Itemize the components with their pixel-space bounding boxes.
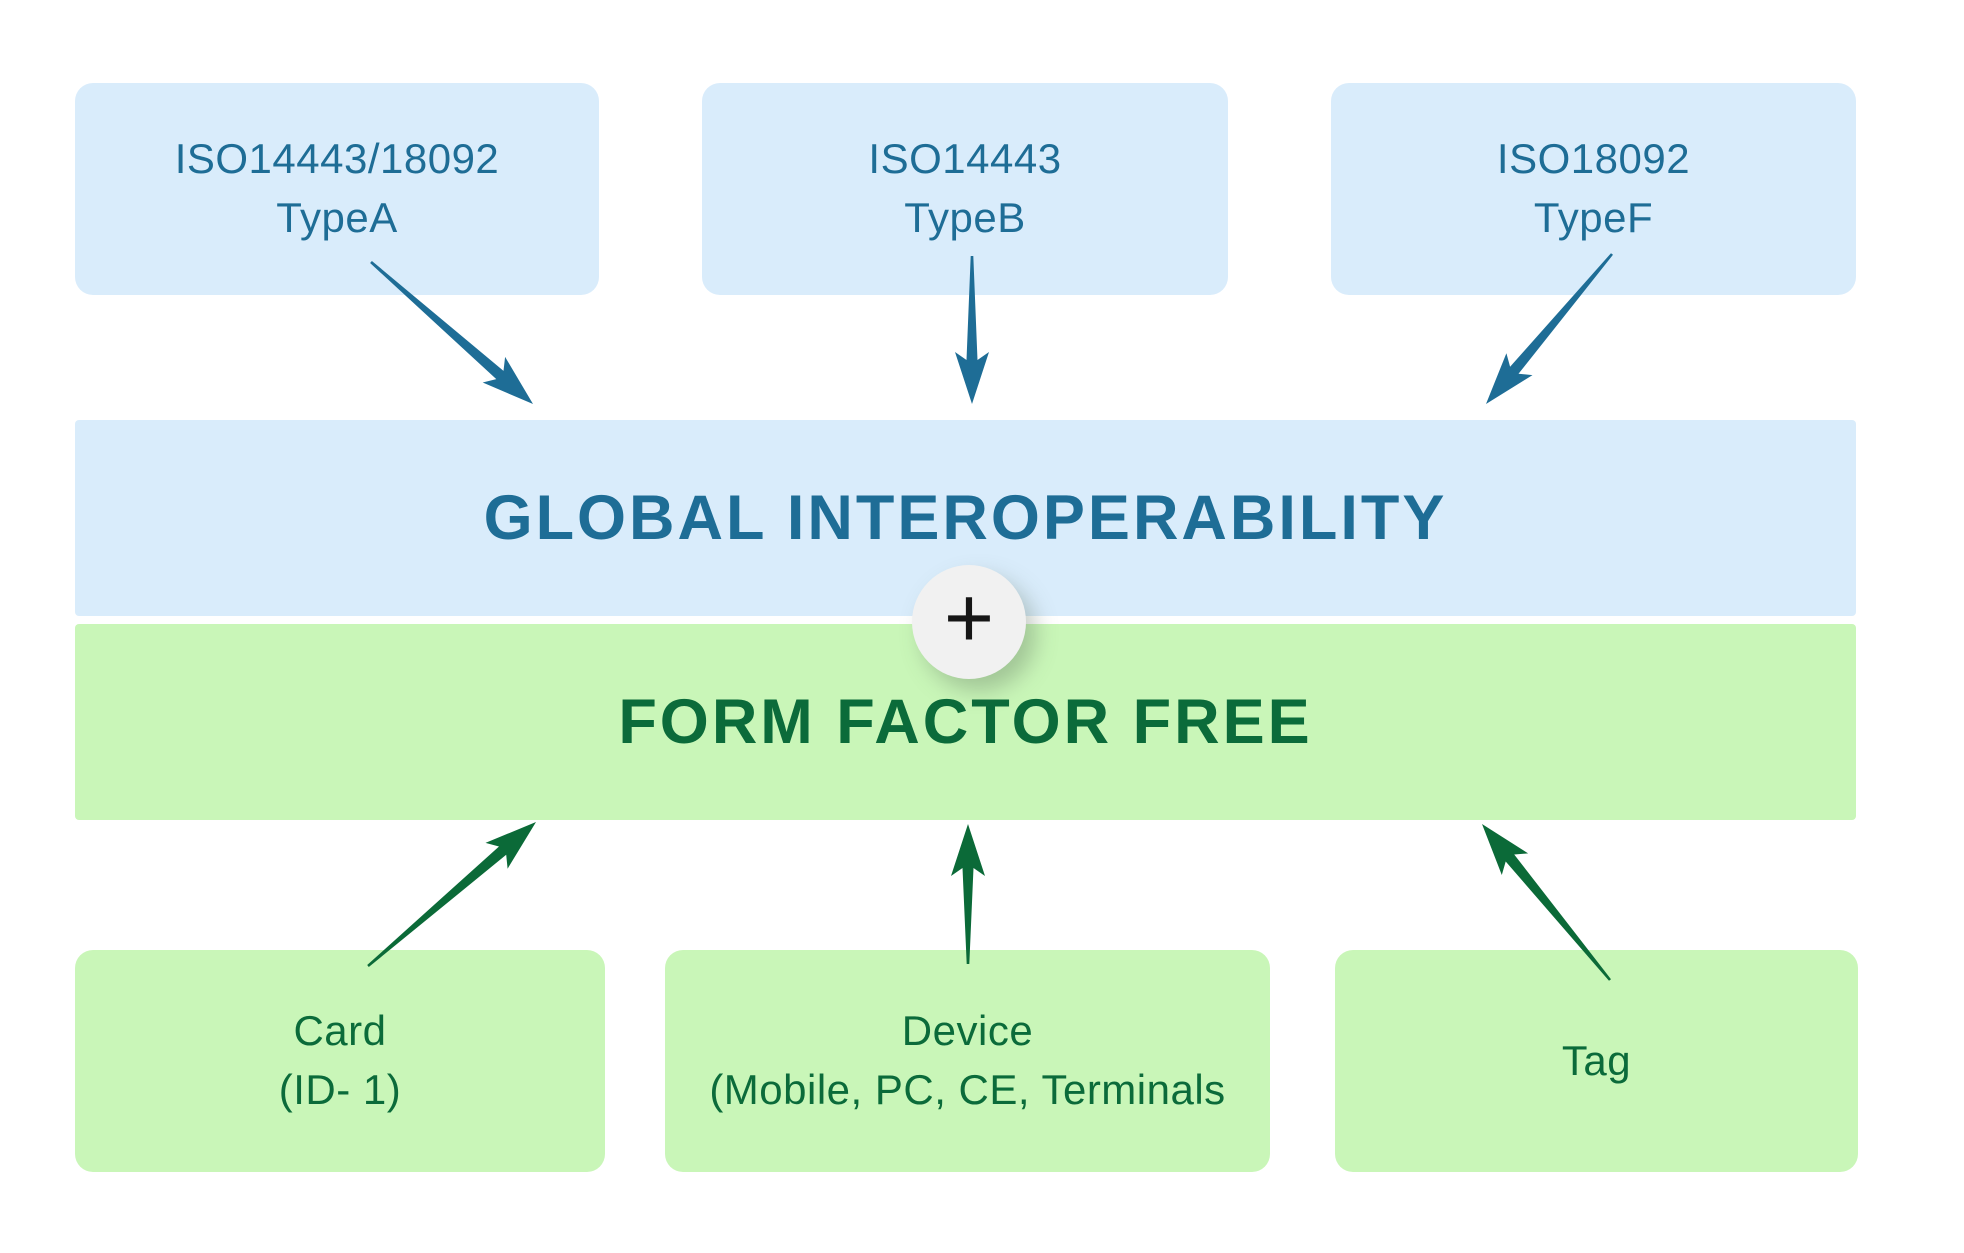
box-iso14443-typeb: ISO14443 TypeB bbox=[702, 83, 1228, 295]
form-factor-free-label: FORM FACTOR FREE bbox=[618, 687, 1313, 757]
arrow-up-icon bbox=[367, 822, 536, 967]
box-label-line: Card bbox=[293, 1007, 387, 1055]
box-label-line: TypeA bbox=[276, 194, 398, 241]
box-iso18092-typef: ISO18092 TypeF bbox=[1331, 83, 1856, 295]
global-interoperability-label: GLOBAL INTEROPERABILITY bbox=[483, 483, 1448, 553]
box-iso14443-18092-typea: ISO14443/18092 TypeA bbox=[75, 83, 599, 295]
plus-badge: + bbox=[912, 565, 1026, 679]
box-label-line: ISO14443 bbox=[868, 135, 1062, 183]
box-label-line: Device bbox=[901, 1007, 1034, 1055]
box-device: Device (Mobile, PC, CE, Terminals bbox=[665, 950, 1270, 1172]
box-label-line: Tag bbox=[1561, 1036, 1632, 1084]
form-factor-free-banner: FORM FACTOR FREE bbox=[75, 624, 1856, 820]
box-label-line: (Mobile, PC, CE, Terminals bbox=[709, 1066, 1226, 1113]
box-label-line: (ID- 1) bbox=[278, 1066, 402, 1113]
box-label-line: TypeF bbox=[1533, 194, 1654, 241]
box-card: Card (ID- 1) bbox=[75, 950, 605, 1172]
box-label-line: ISO18092 bbox=[1496, 135, 1691, 183]
arrow-up-icon bbox=[951, 824, 985, 964]
box-label-line: ISO14443/18092 bbox=[174, 135, 500, 183]
box-tag: Tag bbox=[1335, 950, 1858, 1172]
plus-icon: + bbox=[943, 570, 995, 666]
box-label-line: TypeB bbox=[904, 194, 1026, 241]
